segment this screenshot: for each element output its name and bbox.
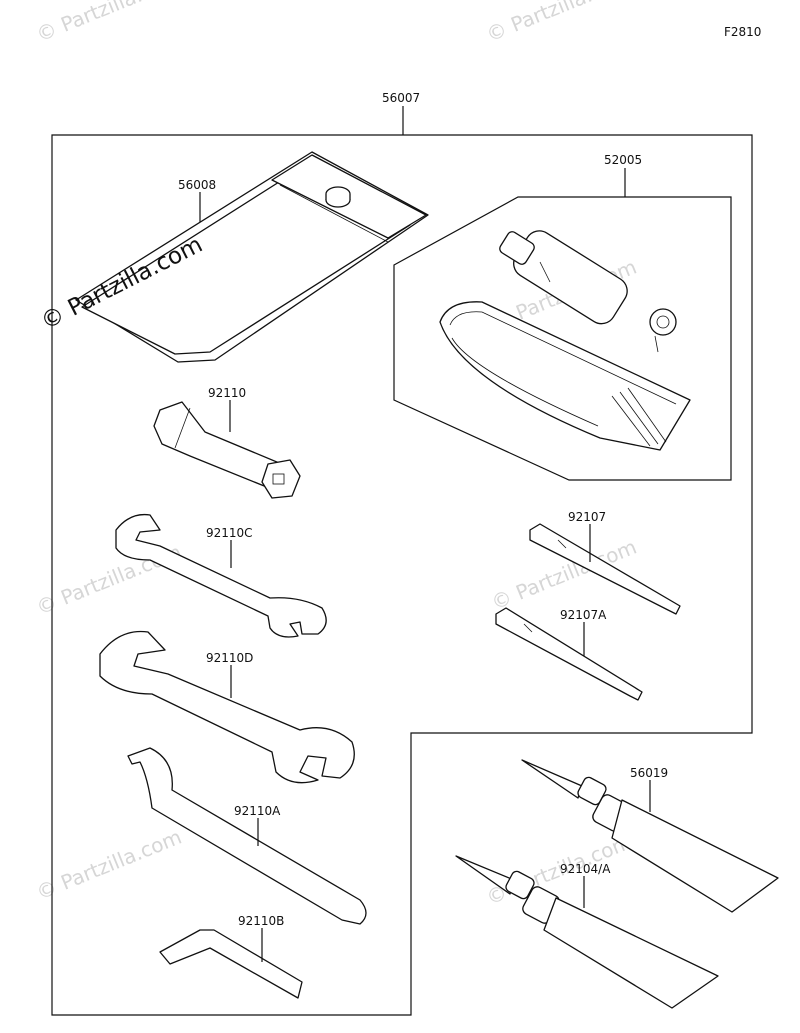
watermark-faint: © Partzilla.com xyxy=(33,0,185,47)
pump xyxy=(499,230,677,353)
part-label-kit: 56007 xyxy=(382,91,420,105)
part-label-hook-wrench: 92110A xyxy=(234,804,281,818)
screwdriver xyxy=(529,523,681,615)
part-label-bag: 56008 xyxy=(178,178,216,192)
watermark-faint: © Partzilla.com xyxy=(483,830,635,910)
screwdriver-a xyxy=(495,607,643,701)
part-label-screwdriver-a: 92107A xyxy=(560,608,607,622)
watermark-faint: © Partzilla.com xyxy=(33,825,185,905)
hex-key xyxy=(159,929,303,999)
part-label-hex-key: 92110B xyxy=(238,914,284,928)
hook-wrench xyxy=(127,747,367,925)
part-label-socket: 92110 xyxy=(208,386,246,400)
part-label-screwdriver: 92107 xyxy=(568,510,606,524)
kit-outline xyxy=(51,134,753,1016)
pump-group-outline xyxy=(393,196,732,481)
watermark-faint: © Partzilla.com xyxy=(483,0,635,47)
open-end-wrench-c xyxy=(115,513,327,638)
tube-lower xyxy=(455,855,719,1009)
open-end-wrench-d xyxy=(99,630,355,784)
tool-bag xyxy=(75,151,429,363)
tube-upper xyxy=(521,759,779,913)
part-label-wrench-c: 92110C xyxy=(206,526,253,540)
part-label-tube-lower: 92104/A xyxy=(560,862,611,876)
part-label-pump: 52005 xyxy=(604,153,642,167)
figure-id: F2810 xyxy=(724,25,761,39)
part-label-tube-upper: 56019 xyxy=(630,766,668,780)
part-label-wrench-d: 92110D xyxy=(206,651,253,665)
socket-wrench xyxy=(153,401,301,499)
pump-pouch xyxy=(439,301,691,451)
